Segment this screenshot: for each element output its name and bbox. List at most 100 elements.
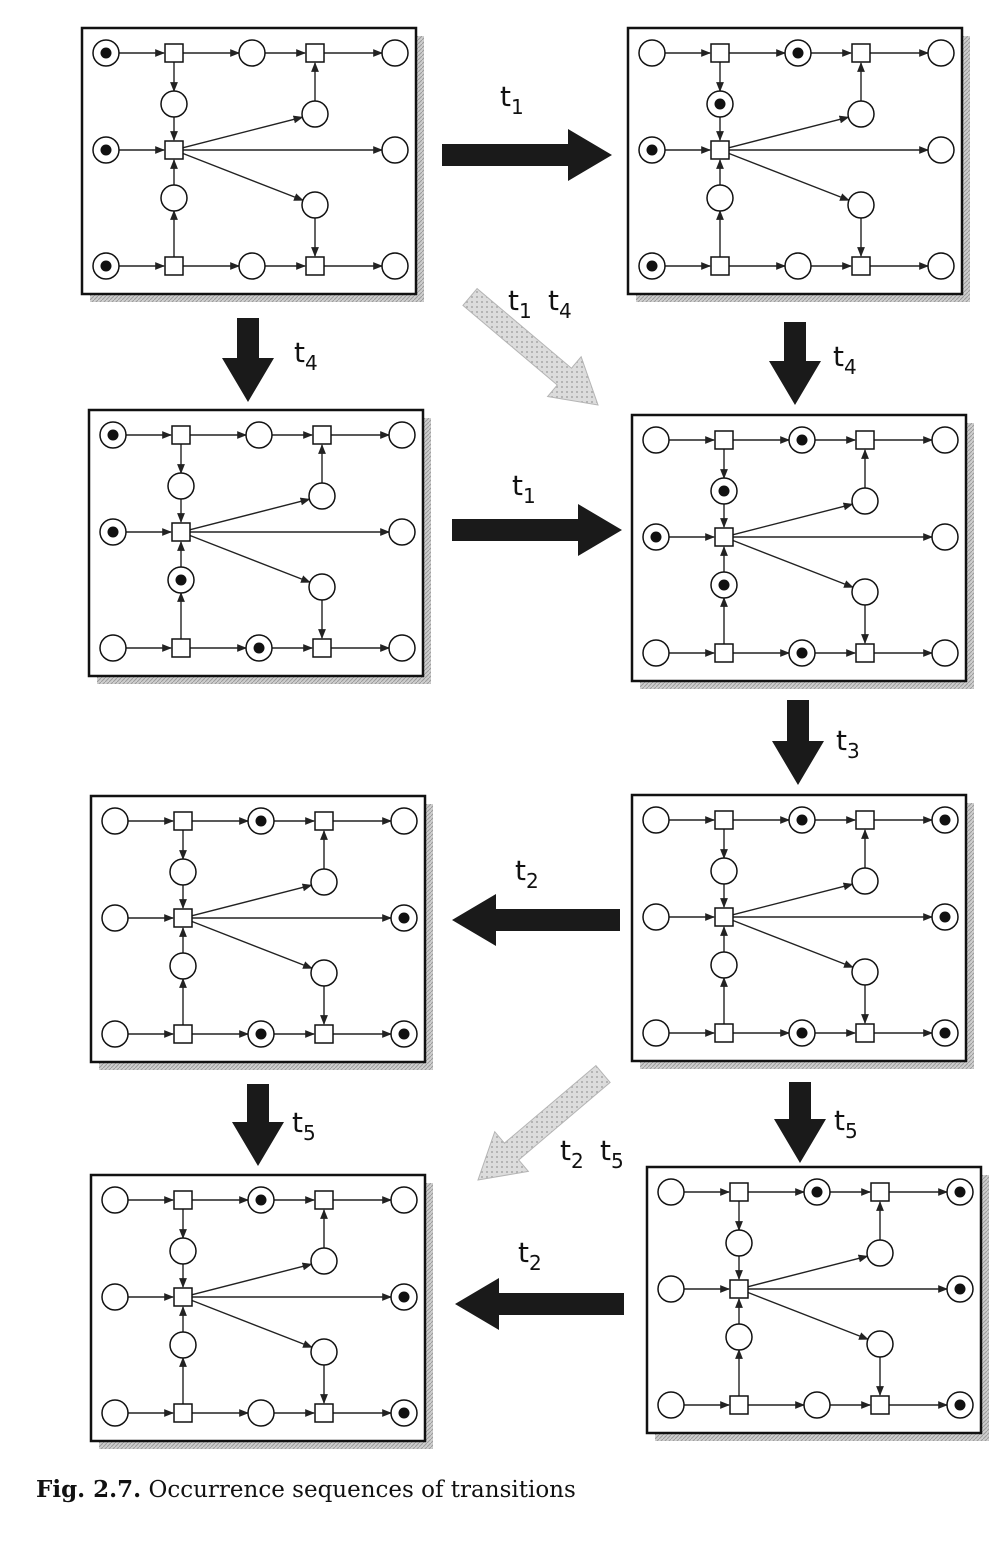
transition-label-letter: t [560,1134,571,1167]
token [398,1407,410,1419]
black-arrow-shape [442,129,612,181]
transition-box [710,140,730,160]
transition-label-subscript: 3 [847,739,860,763]
place-circle [381,39,409,67]
token [796,1027,808,1039]
transition-arrow-g2: t2 t5 [477,1064,624,1181]
net-panel-p6 [89,794,433,1070]
place-circle [308,573,336,601]
black-arrow-shape [772,700,824,785]
transition-box [851,256,871,276]
transition-label: t2 [560,1134,584,1173]
net-arc [189,534,311,583]
place-circle [710,857,738,885]
transition-label-letter: t [518,1236,529,1269]
place-circle [160,90,188,118]
token [398,1028,410,1040]
transition-box [870,1395,890,1415]
transition-arrow-a4: t1 [452,469,622,556]
place-circle [866,1330,894,1358]
transition-label-letter: t [834,1104,845,1137]
net-panel-p4 [630,413,974,689]
place-circle [101,1186,129,1214]
place-circle [725,1229,753,1257]
transition-label-letter: t [548,284,559,317]
place-circle [101,1020,129,1048]
transition-label: t1 [512,469,536,508]
net-arc [732,919,854,968]
transition-box [305,43,325,63]
place-circle [642,903,670,931]
transition-box [173,1024,193,1044]
black-arrow-shape [455,1278,624,1330]
place-circle [390,1186,418,1214]
transition-box [314,1190,334,1210]
place-circle [931,523,959,551]
transition-box [855,643,875,663]
place-circle [160,184,188,212]
transition-label: t2 [518,1236,542,1275]
token [939,1027,951,1039]
net-arc [747,1254,869,1288]
place-circle [642,806,670,834]
panel-frame [626,26,964,296]
token [796,647,808,659]
transition-box [855,430,875,450]
transition-label: t4 [548,284,572,323]
transition-box [851,43,871,63]
transition-arrow-a3: t4 [769,322,857,405]
transition-label: t5 [600,1134,624,1173]
black-arrow-shape [452,894,620,946]
token [650,531,662,543]
black-arrow-shape [769,322,821,405]
transition-label-letter: t [836,724,847,757]
transition-box [314,1024,334,1044]
transition-label: t4 [833,340,857,379]
place-circle [851,958,879,986]
panel-frame [630,793,968,1063]
net-arc [191,920,313,969]
token [954,1399,966,1411]
place-circle [642,639,670,667]
transition-box [171,425,191,445]
token [255,1194,267,1206]
place-circle [866,1239,894,1267]
place-circle [851,487,879,515]
transition-label-letter: t [600,1134,611,1167]
place-circle [657,1178,685,1206]
token [646,260,658,272]
transition-arrow-a6: t2 [452,854,620,946]
place-circle [99,634,127,662]
token [939,911,951,923]
transition-label-letter: t [833,340,844,373]
transition-box [714,430,734,450]
transition-label-subscript: 2 [571,1149,584,1173]
token [796,434,808,446]
token [175,574,187,586]
transition-box [714,907,734,927]
token [100,144,112,156]
transition-box [305,256,325,276]
place-circle [169,858,197,886]
place-circle [642,1019,670,1047]
figure-caption-label: Fig. 2.7. [36,1476,142,1503]
transition-label-subscript: 5 [845,1119,858,1143]
place-circle [931,639,959,667]
place-circle [245,421,273,449]
transition-box [314,1403,334,1423]
net-arc [191,1299,313,1348]
net-arc [732,882,854,916]
place-circle [927,136,955,164]
transition-label-subscript: 2 [529,1251,542,1275]
token [107,429,119,441]
figure-caption: Fig. 2.7. Occurrence sequences of transi… [36,1476,576,1503]
place-circle [101,904,129,932]
place-circle [388,421,416,449]
transition-box [164,43,184,63]
token [398,912,410,924]
token [100,47,112,59]
place-circle [308,482,336,510]
place-circle [931,426,959,454]
place-circle [847,191,875,219]
